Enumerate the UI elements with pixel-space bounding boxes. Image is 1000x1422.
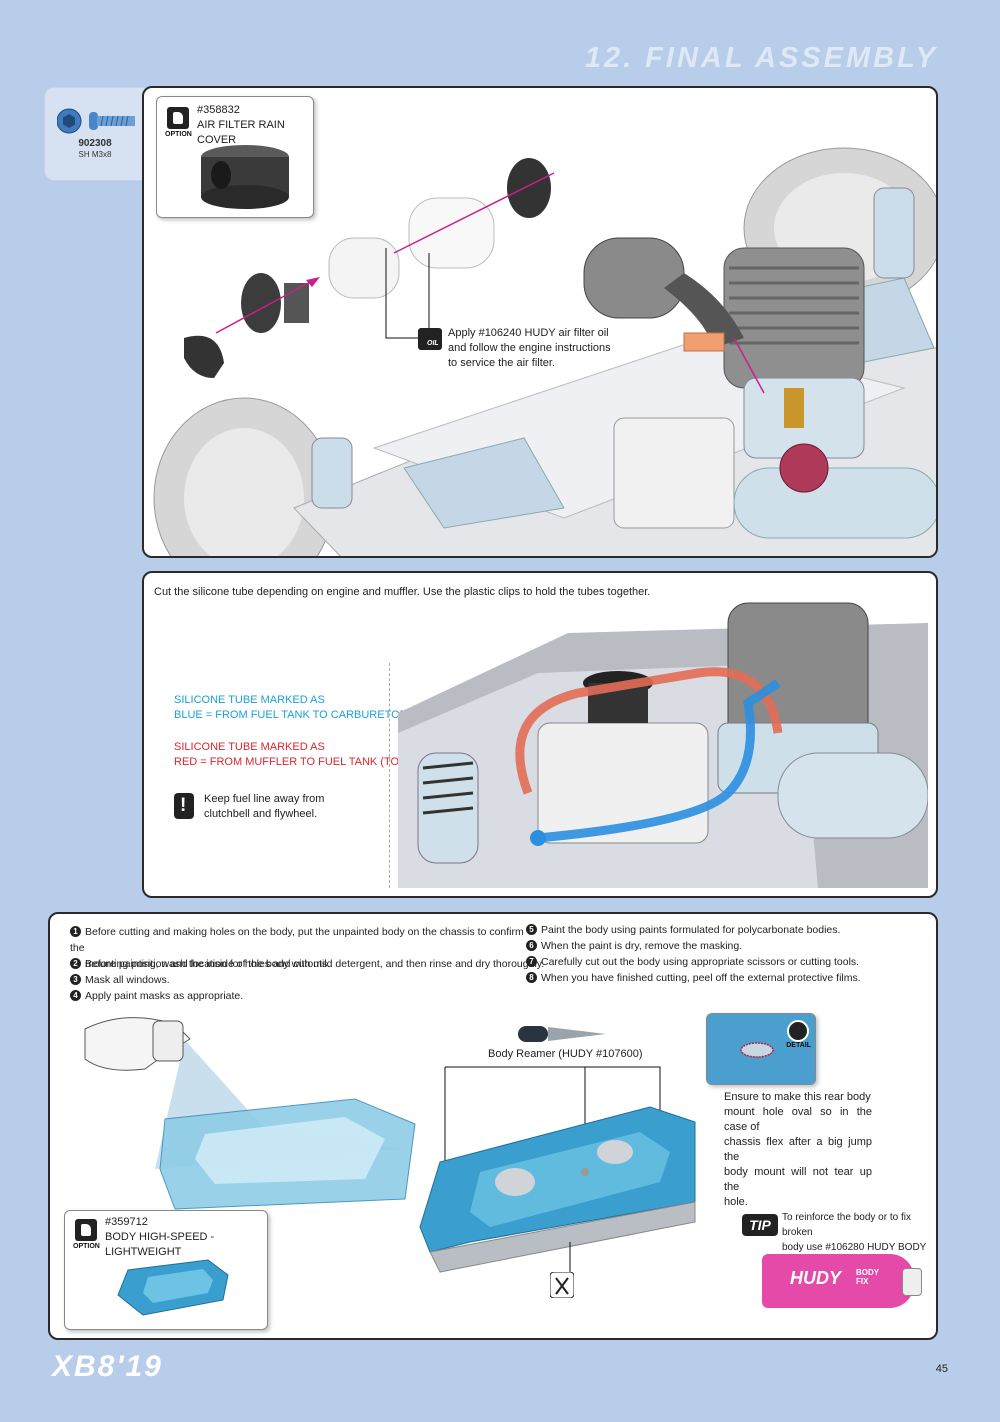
screw-icon [57, 108, 135, 134]
step-item: 7 Carefully cut out the body using approp… [526, 954, 859, 970]
step-number: 6 [526, 940, 537, 951]
page-number: 45 [935, 1363, 948, 1375]
step-item: 6 When the paint is dry, remove the maski… [526, 938, 742, 954]
divider [389, 663, 390, 888]
warning-line: Keep fuel line away from [204, 793, 325, 805]
tip-line: To reinforce the body or to fix broken [782, 1212, 911, 1238]
oil-note-line: to service the air filter. [448, 357, 555, 369]
option-inset-air-filter-cover: OPTION #358832 AIR FILTER RAIN COVER [156, 96, 314, 218]
step-text: When you have finished cutting, peel off… [541, 972, 861, 984]
option-part-name: AIR FILTER RAIN COVER [197, 119, 285, 146]
option-tag: OPTION [165, 131, 192, 138]
red-note-line1: SILICONE TUBE MARKED AS [174, 741, 325, 753]
detail-line: chassis flex after a big jump the [724, 1136, 872, 1163]
step-number: 4 [70, 990, 81, 1001]
fuel-line-illustration [398, 602, 928, 888]
step-text: Carefully cut out the body using appropr… [541, 956, 860, 968]
part-card: 902308 SH M3x8 [44, 87, 145, 181]
step-text: Paint the body using paints formulated f… [541, 924, 841, 936]
blue-tube-note: SILICONE TUBE MARKED AS BLUE = FROM FUEL… [174, 693, 408, 723]
step-text: Before painting, wash the inside of the … [85, 958, 545, 970]
option-part-number: #359712 [105, 1216, 148, 1228]
detail-inset: DETAIL [706, 1013, 816, 1085]
warning-line: clutchbell and flywheel. [204, 808, 318, 820]
painting-illustration [84, 1017, 416, 1210]
option-part-number: #358832 [197, 104, 240, 116]
oil-icon: OIL [418, 328, 442, 350]
step-number: 7 [526, 956, 537, 967]
step-number: 5 [526, 924, 537, 935]
oil-tag: OIL [427, 340, 439, 347]
red-note-line2: RED = FROM MUFFLER TO FUEL TANK (TOP) [174, 756, 411, 768]
thumbs-up-icon [167, 107, 189, 129]
step-number: 2 [70, 958, 81, 969]
body-illustration [419, 1066, 696, 1287]
oil-note-line: and follow the engine instructions [448, 342, 611, 354]
blue-note-line1: SILICONE TUBE MARKED AS [174, 694, 325, 706]
option-part-name: BODY HIGH-SPEED - LIGHTWEIGHT [105, 1231, 215, 1258]
step-text: mounting position and location for holes… [85, 958, 331, 970]
oil-note-line: Apply #106240 HUDY air filter oil [448, 327, 609, 339]
body-fix-tube: HUDY BODY FIX [762, 1254, 922, 1308]
detail-line: hole. [724, 1196, 748, 1208]
rain-cover-illustration [201, 145, 289, 209]
step-text: Apply paint masks as appropriate. [85, 990, 244, 1002]
step-item: 2 Before painting, wash the inside of the… [70, 956, 544, 972]
footer-logo: XB8'19 [52, 1350, 163, 1383]
step-item: 4 Apply paint masks as appropriate. [70, 988, 243, 1004]
thumbs-up-icon [75, 1219, 97, 1241]
step-number: 8 [526, 972, 537, 983]
warning-note: Keep fuel line away from clutchbell and … [204, 792, 344, 822]
oil-note: Apply #106240 HUDY air filter oil and fo… [448, 326, 618, 371]
silicone-tube-panel: Cut the silicone tube depending on engin… [142, 571, 938, 898]
step-item: 5 Paint the body using paints formulated … [526, 922, 840, 938]
reamer-label: Body Reamer (HUDY #107600) [488, 1048, 643, 1060]
step-text: Mask all windows. [85, 974, 170, 986]
tip-badge: TIP [742, 1214, 778, 1236]
magnifier-icon [787, 1020, 809, 1042]
option-inset-body: OPTION #359712 BODY HIGH-SPEED - LIGHTWE… [64, 1210, 268, 1330]
red-tube-note: SILICONE TUBE MARKED AS RED = FROM MUFFL… [174, 740, 410, 770]
step-item: 3 Mask all windows. [70, 972, 170, 988]
step-number: 3 [70, 974, 81, 985]
tube-product: BODY FIX [856, 1268, 879, 1286]
part-size: SH M3x8 [78, 150, 112, 159]
body-reamer-icon [518, 1026, 606, 1042]
tube-cap [902, 1268, 922, 1296]
detail-line: body mount will not tear up the [724, 1166, 872, 1193]
step-text: When the paint is dry, remove the maskin… [541, 940, 743, 952]
air-filter-panel: OPTION #358832 AIR FILTER RAIN COVER OIL… [142, 86, 938, 558]
tube-brand: HUDY [790, 1268, 842, 1288]
step-item: 8 When you have finished cutting, peel of… [526, 970, 861, 986]
part-number: 902308 [78, 138, 112, 149]
engine-chassis-illustration [153, 147, 936, 556]
scissors-icon [550, 1272, 574, 1298]
lightweight-body-illustration [117, 1259, 229, 1316]
step-text: Before cutting and making holes on the b… [70, 926, 524, 954]
page-title: 12. FINAL ASSEMBLY [584, 42, 938, 74]
tube-instruction: Cut the silicone tube depending on engin… [154, 586, 651, 598]
detail-note: Ensure to make this rear body mount hole… [724, 1090, 872, 1210]
detail-line: Ensure to make this rear body [724, 1091, 871, 1103]
warning-icon [174, 793, 194, 819]
option-tag: OPTION [73, 1243, 100, 1250]
detail-line: mount hole oval so in the case of [724, 1106, 872, 1133]
detail-tag: DETAIL [786, 1042, 811, 1049]
step-number: 1 [70, 926, 81, 937]
blue-note-line2: BLUE = FROM FUEL TANK TO CARBURETOR [174, 709, 408, 721]
